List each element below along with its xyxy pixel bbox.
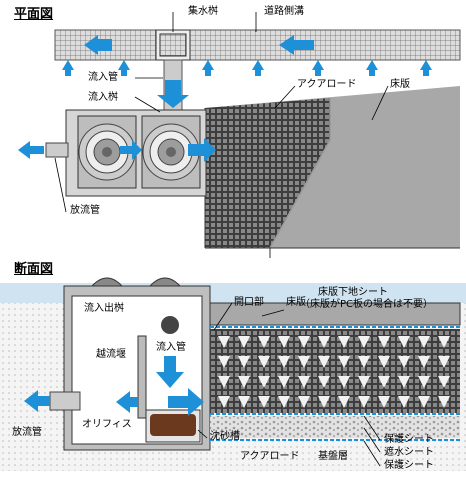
section-aqua-road	[210, 329, 460, 413]
section-flow-arrows	[24, 356, 204, 416]
aqua-road-cell	[438, 396, 450, 408]
overflow-weir	[137, 335, 147, 419]
aqua-road-cell	[318, 356, 330, 368]
aqua-road-cell	[358, 376, 370, 388]
aqua-road-cell	[278, 336, 290, 348]
plan-inflow-pipe-label: 流入管	[88, 72, 118, 83]
plan-inflow-basin-label: 流入桝	[88, 92, 118, 103]
aqua-road-cell	[438, 336, 450, 348]
aqua-road-cell	[218, 336, 230, 348]
aqua-road-cell	[258, 396, 270, 408]
aqua-road-cell	[358, 396, 370, 408]
aqua-road-cell	[218, 356, 230, 368]
aqua-road-cell	[318, 396, 330, 408]
aqua-road-cell	[298, 376, 310, 388]
aqua-road-cell	[338, 356, 350, 368]
aqua-road-cell	[338, 396, 350, 408]
aqua-road-cell	[238, 376, 250, 388]
aqua-road-cell	[278, 356, 290, 368]
plan-aqua-road	[205, 98, 330, 248]
aqua-road-cell	[398, 396, 410, 408]
aqua-road-cell	[378, 396, 390, 408]
grate-cover-left	[78, 123, 136, 181]
opening-label: 開口部	[234, 297, 264, 308]
section-outflow-pipe	[49, 391, 81, 411]
orifice-label: オリフィス	[82, 419, 132, 430]
section-floor-slab-label: 床版	[286, 297, 306, 308]
aqua-road-cell	[238, 356, 250, 368]
section-view-title: 断面図	[14, 262, 54, 277]
section-outflow-pipe-label: 放流管	[12, 427, 42, 438]
aqua-road-cells	[218, 336, 450, 408]
protection-sheet-1-label: 保護シート	[384, 434, 434, 445]
aqua-road-cell	[298, 356, 310, 368]
roadside-ditch-label: 道路側溝	[264, 6, 304, 17]
section-inflow-pipe-label: 流入管	[156, 342, 186, 353]
overflow-weir-label: 越流堰	[96, 349, 126, 360]
aqua-road-cell	[358, 356, 370, 368]
aqua-road-cell	[298, 336, 310, 348]
plan-outflow-pipe-label: 放流管	[70, 205, 100, 216]
aqua-road-cell	[258, 336, 270, 348]
aqua-road-cell	[258, 376, 270, 388]
aqua-road-cell	[238, 336, 250, 348]
aqua-road-cell	[318, 336, 330, 348]
aqua-road-cell	[218, 376, 230, 388]
roadside-ditch	[54, 29, 461, 61]
under-floor-sheet-label: 床版下地シート	[318, 287, 388, 298]
plan-view	[18, 12, 461, 258]
aqua-road-cell	[278, 396, 290, 408]
plan-outflow-pipe	[45, 142, 69, 158]
aqua-road-cell	[298, 396, 310, 408]
plan-flow-arrows	[18, 35, 432, 162]
aqua-road-cell	[338, 336, 350, 348]
protection-sheet-2-label: 保護シート	[384, 460, 434, 471]
section-inflow-pipe	[161, 316, 179, 334]
aqua-road-cell	[398, 376, 410, 388]
aqua-road-cell	[438, 376, 450, 388]
aqua-road-cell	[378, 356, 390, 368]
aqua-road-cell	[378, 336, 390, 348]
sediment-tank-label: 沈砂槽	[210, 431, 240, 442]
grate-cover-right	[142, 123, 200, 181]
under-floor-note: （床版がPC板の場合は不要）	[300, 299, 434, 310]
aqua-road-cell	[258, 356, 270, 368]
plan-view-title: 平面図	[14, 7, 54, 22]
aqua-road-cell	[398, 356, 410, 368]
aqua-road-cell	[278, 376, 290, 388]
aqua-road-cell	[398, 336, 410, 348]
base-layer	[210, 416, 460, 438]
plan-floor-slab-label: 床版	[390, 79, 410, 90]
aqua-road-cell	[438, 356, 450, 368]
aqua-road-cell	[358, 336, 370, 348]
base-layer-label: 基盤層	[318, 451, 348, 462]
aqua-road-cell	[218, 396, 230, 408]
aqua-road-cell	[418, 356, 430, 368]
aqua-road-cell	[318, 376, 330, 388]
aqua-road-cell	[338, 376, 350, 388]
inlet-outlet-basin-label: 流入出桝	[84, 303, 124, 314]
aqua-road-cell	[418, 336, 430, 348]
aqua-road-cell	[418, 396, 430, 408]
aqua-road-cell	[378, 376, 390, 388]
section-view	[0, 277, 466, 471]
section-aqua-road-label: アクアロード	[240, 451, 300, 462]
waterproof-sheet-label: 遮水シート	[384, 447, 434, 458]
aqua-road-cell	[238, 396, 250, 408]
catch-basin-label: 集水桝	[188, 6, 218, 17]
section-floor-slab	[209, 302, 461, 326]
aqua-road-cell	[418, 376, 430, 388]
plan-aqua-road-label: アクアロード	[297, 79, 357, 90]
